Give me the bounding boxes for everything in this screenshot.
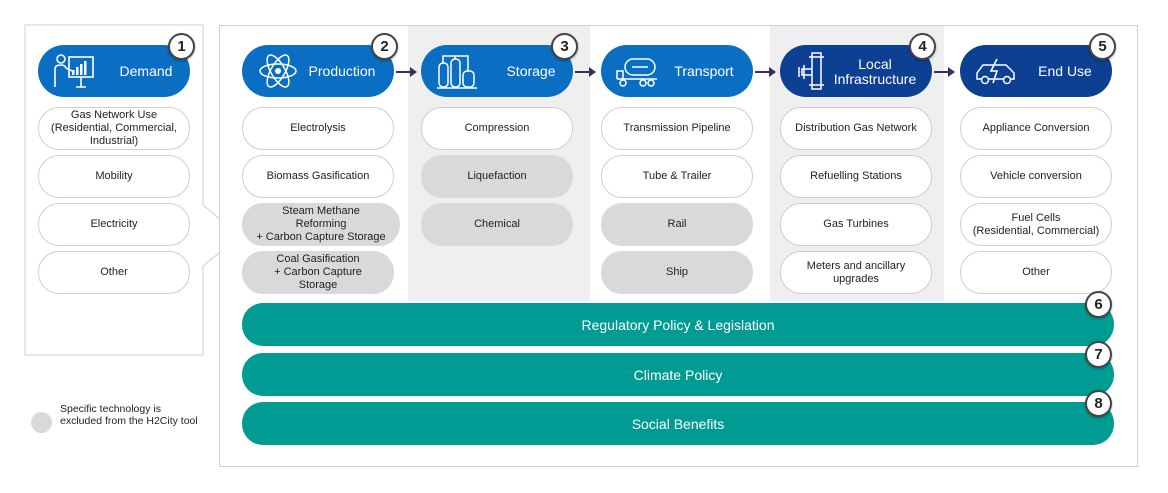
- tanker-truck-icon: [616, 58, 657, 87]
- social-benefits-bar: Social Benefits: [242, 402, 1114, 445]
- local-infrastructure-title: Local Infrastructure: [833, 56, 917, 87]
- badge-4: 4: [909, 33, 936, 60]
- local-infrastructure-item: Meters and ancillary upgrades: [780, 251, 932, 294]
- arrow-transport-local-infrastructure: [755, 67, 776, 77]
- arrow-production-storage: [396, 67, 417, 77]
- climate-policy-bar: Climate Policy: [242, 353, 1114, 396]
- local-infrastructure-item: Refuelling Stations: [780, 155, 932, 198]
- transport-header: Transport: [601, 45, 753, 97]
- badge-2: 2: [371, 33, 398, 60]
- production-item-excluded: Coal Gasification + Carbon Capture Stora…: [242, 251, 394, 294]
- arrow-local-infrastructure-end-use: [934, 67, 955, 77]
- badge-3: 3: [551, 33, 578, 60]
- legend-text: Specific technology is excluded from the…: [60, 403, 198, 427]
- local-infrastructure-header: Local Infrastructure: [780, 45, 932, 97]
- badge-1: 1: [168, 33, 195, 60]
- end-use-item: Fuel Cells (Residential, Commercial): [960, 203, 1112, 246]
- badge-7: 7: [1085, 341, 1112, 368]
- transport-item: Tube & Trailer: [601, 155, 753, 198]
- presentation-chart-icon: [54, 54, 94, 88]
- demand-item-electricity: Electricity: [38, 203, 190, 246]
- arrow-storage-transport: [575, 67, 596, 77]
- storage-item-excluded: Chemical: [421, 203, 573, 246]
- social-benefits-label: Social Benefits: [631, 415, 725, 432]
- badge-6: 6: [1085, 291, 1112, 318]
- production-header: Production: [242, 45, 394, 97]
- regulatory-policy-bar: Regulatory Policy & Legislation: [242, 303, 1114, 346]
- end-use-title: End Use: [1038, 63, 1092, 79]
- transport-item-excluded: Ship: [601, 251, 753, 294]
- production-item: Biomass Gasification: [242, 155, 394, 198]
- storage-item: Compression: [421, 107, 573, 150]
- pipe-valve-icon: [798, 52, 824, 90]
- end-use-header: End Use: [960, 45, 1112, 97]
- end-use-item: Other: [960, 251, 1112, 294]
- production-item-excluded: Steam Methane Reforming + Carbon Capture…: [242, 203, 400, 246]
- storage-item-excluded: Liquefaction: [421, 155, 573, 198]
- demand-item-other: Other: [38, 251, 190, 294]
- legend-grey-dot: [31, 412, 52, 433]
- local-infrastructure-item: Distribution Gas Network: [780, 107, 932, 150]
- climate-policy-label: Climate Policy: [633, 366, 723, 383]
- atom-icon: [259, 54, 297, 88]
- transport-title: Transport: [674, 63, 734, 79]
- transport-item-excluded: Rail: [601, 203, 753, 246]
- electric-car-icon: [976, 58, 1015, 85]
- production-item: Electrolysis: [242, 107, 394, 150]
- badge-8: 8: [1085, 390, 1112, 417]
- storage-tanks-icon: [437, 55, 477, 89]
- storage-header: Storage: [421, 45, 573, 97]
- end-use-item: Appliance Conversion: [960, 107, 1112, 150]
- demand-header: Demand: [38, 45, 190, 97]
- badge-5: 5: [1089, 33, 1116, 60]
- demand-item-gas-network-use: Gas Network Use (Residential, Commercial…: [38, 107, 190, 150]
- demand-title: Demand: [119, 63, 173, 79]
- end-use-item: Vehicle conversion: [960, 155, 1112, 198]
- production-title: Production: [308, 63, 376, 79]
- regulatory-policy-label: Regulatory Policy & Legislation: [581, 316, 775, 333]
- local-infrastructure-item: Gas Turbines: [780, 203, 932, 246]
- transport-item: Transmission Pipeline: [601, 107, 753, 150]
- demand-item-mobility: Mobility: [38, 155, 190, 198]
- storage-title: Storage: [506, 63, 556, 79]
